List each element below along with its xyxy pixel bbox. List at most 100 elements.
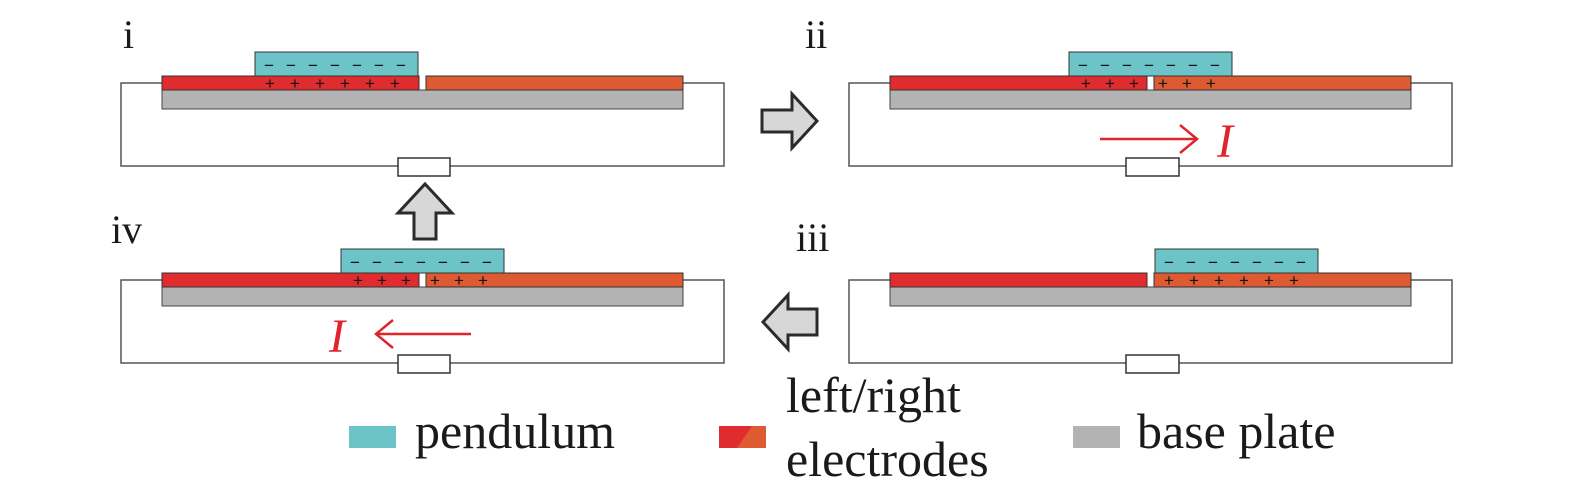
negative-charge: − (330, 56, 340, 75)
electrode-charges: + + + + + + (353, 271, 488, 290)
positive-charge: + (1182, 74, 1192, 93)
negative-charge: − (1164, 253, 1174, 272)
pendulum (254, 51, 419, 77)
negative-charge: − (416, 253, 426, 272)
legend-item-electrodes: left/right electrodes (719, 367, 989, 487)
positive-charge: + (1239, 271, 1249, 290)
electrodes-swatch (719, 426, 766, 448)
pendulum (1068, 51, 1233, 77)
current-arrow-left (374, 319, 471, 349)
negative-charge: − (1166, 56, 1176, 75)
positive-charge: + (1081, 74, 1091, 93)
positive-charge: + (290, 74, 300, 93)
positive-charge: + (1189, 271, 1199, 290)
positive-charge: + (401, 271, 411, 290)
negative-charge: − (1252, 253, 1262, 272)
right-electrode (425, 75, 684, 91)
negative-charge: − (374, 56, 384, 75)
positive-charge: + (1158, 74, 1168, 93)
positive-charge: + (1164, 271, 1174, 290)
legend-item-base-plate: base plate (1073, 403, 1336, 459)
positive-charge: + (1264, 271, 1274, 290)
negative-charge: − (1188, 56, 1198, 75)
circuit-wire (848, 82, 1453, 167)
load-resistor (1125, 354, 1180, 374)
circuit-wire (120, 279, 725, 364)
right-electrode (1153, 75, 1412, 91)
base-plate (889, 89, 1412, 110)
negative-charge: − (264, 56, 274, 75)
up-arrow-icon (394, 181, 456, 241)
left-arrow-icon (760, 291, 819, 353)
pendulum (340, 248, 505, 274)
panel-label-ii: ii (805, 12, 827, 57)
load-resistor (397, 157, 451, 177)
electrode-charges: + + + + + + (1164, 271, 1299, 290)
left-electrode (889, 272, 1148, 288)
current-label: I (328, 310, 347, 363)
positive-charge: + (365, 74, 375, 93)
panel-ii: ii − − − − − − − + + + + + + I (805, 12, 1453, 177)
current-arrow-right (1100, 124, 1199, 154)
positive-charge: + (478, 271, 488, 290)
negative-charge: − (438, 253, 448, 272)
negative-charge: − (372, 253, 382, 272)
load-resistor (1125, 157, 1180, 177)
positive-charge: + (353, 271, 363, 290)
negative-charge: − (1144, 56, 1154, 75)
negative-charge: − (1122, 56, 1132, 75)
positive-charge: + (340, 74, 350, 93)
positive-charge: + (1206, 74, 1216, 93)
load-resistor (397, 354, 451, 374)
negative-charge: − (1230, 253, 1240, 272)
negative-charge: − (1078, 56, 1088, 75)
base-plate (161, 89, 684, 110)
pendulum-charges: − − − − − − − (1078, 56, 1220, 75)
negative-charge: − (1296, 253, 1306, 272)
pendulum-swatch (349, 426, 396, 448)
negative-charge: − (1100, 56, 1110, 75)
negative-charge: − (1186, 253, 1196, 272)
negative-charge: − (350, 253, 360, 272)
panel-iv: iv − − − − − − − + + + + + + I (111, 207, 725, 374)
negative-charge: − (1210, 56, 1220, 75)
right-arrow-icon (760, 90, 820, 152)
panel-label-iii: iii (796, 215, 829, 260)
base-plate-swatch (1073, 426, 1120, 448)
pendulum (1154, 248, 1319, 274)
legend-label-electrodes-line1: left/right (786, 367, 961, 423)
panel-label-iv: iv (111, 207, 142, 252)
circuit-wire (120, 82, 725, 167)
positive-charge: + (377, 271, 387, 290)
base-plate (889, 286, 1412, 307)
positive-charge: + (315, 74, 325, 93)
positive-charge: + (265, 74, 275, 93)
current-label: I (1216, 115, 1235, 168)
legend-label-pendulum: pendulum (415, 403, 615, 459)
electrode-charges: + + + + + + (265, 74, 400, 93)
positive-charge: + (1289, 271, 1299, 290)
right-electrode (425, 272, 684, 288)
positive-charge: + (430, 271, 440, 290)
legend-label-electrodes-line2: electrodes (786, 431, 989, 487)
positive-charge: + (1129, 74, 1139, 93)
negative-charge: − (460, 253, 470, 272)
pendulum-charges: − − − − − − − (264, 56, 406, 75)
legend-item-pendulum: pendulum (349, 403, 615, 459)
negative-charge: − (1274, 253, 1284, 272)
legend: pendulum left/right electrodes base plat… (349, 367, 1336, 487)
negative-charge: − (396, 56, 406, 75)
left-electrode (889, 75, 1148, 91)
base-plate (161, 286, 684, 307)
positive-charge: + (1105, 74, 1115, 93)
negative-charge: − (394, 253, 404, 272)
negative-charge: − (482, 253, 492, 272)
positive-charge: + (390, 74, 400, 93)
positive-charge: + (1214, 271, 1224, 290)
negative-charge: − (352, 56, 362, 75)
circuit-wire (848, 279, 1453, 364)
pendulum-charges: − − − − − − − (1164, 253, 1306, 272)
panel-i: i − − − − − − − + + + + + + (120, 12, 725, 177)
left-electrode (161, 272, 420, 288)
